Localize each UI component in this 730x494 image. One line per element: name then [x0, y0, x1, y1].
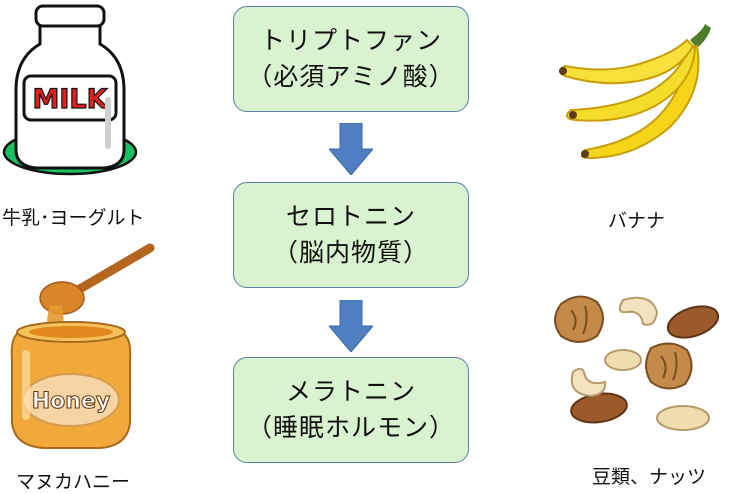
down-arrow-icon: [329, 123, 373, 175]
flow-subtitle: （必須アミノ酸）: [247, 62, 455, 91]
food-label-nuts: 豆類、ナッツ: [592, 466, 707, 488]
honey-label-text: Honey: [32, 389, 110, 414]
milk-bottle-icon: MILK: [2, 4, 138, 176]
down-arrow-icon: [329, 300, 373, 352]
flow-box-tryptophan: トリプトファン （必須アミノ酸）: [233, 6, 469, 112]
nuts-icon: [554, 295, 720, 431]
flow-box-serotonin: セロトニン （脳内物質）: [233, 182, 469, 288]
food-label-banana: バナナ: [608, 210, 666, 232]
flow-title: トリプトファン: [259, 26, 442, 55]
honey-jar-icon: Honey: [10, 243, 155, 449]
food-label-honey: マヌカハニー: [16, 471, 131, 493]
flow-title: セロトニン: [285, 202, 416, 231]
flow-subtitle: （睡眠ホルモン）: [246, 413, 455, 442]
flow-title: メラトニン: [285, 377, 416, 406]
banana-icon: [559, 24, 711, 160]
food-label-milk: 牛乳･ヨーグルト: [2, 207, 145, 229]
milk-label-text: MILK: [32, 84, 108, 115]
flow-box-melatonin: メラトニン （睡眠ホルモン）: [233, 357, 469, 463]
flow-subtitle: （脳内物質）: [272, 238, 429, 267]
